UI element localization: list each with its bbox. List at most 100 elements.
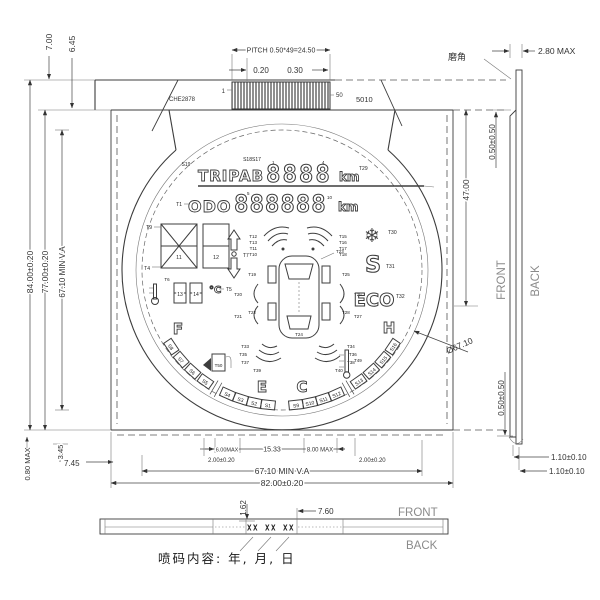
seg-t27: T27 [354,314,362,319]
eco-label: ECO [354,290,395,311]
fuel-pump-icon: T50 [203,353,232,372]
seg-t13: T13 [249,240,257,245]
seg-t15: T15 [339,234,347,239]
lcd-content: S19 TRIPAB S18S17 8888 1 4 km T29 T1 ODO… [144,157,435,411]
connector-dims: PITCH 0.50*49=24.50 0.20 0.30 [229,46,331,81]
dim-800max: 8.00 MAX [307,448,333,454]
trip-digits: 8888 [266,160,332,188]
seg-t40: T40 [335,368,343,373]
seg-t19: T19 [248,272,256,277]
ic-label: CHE2878 [169,97,196,103]
seg-s12: S12 [332,391,343,400]
temp-h-label: H [383,319,396,337]
seg-s14: S14 [367,367,378,378]
degc-label: °C [209,285,221,296]
bottom-seal [508,436,524,444]
side-view: 磨角 2.80 MAX 0.50±0.50 FRONT BACK 0.50±0.… [448,44,587,476]
seg-s5: S5 [200,378,209,387]
date-code-marks: XX XX XX [247,524,295,533]
up-arrow-icon [227,229,241,251]
dim-110-a: 1.10±0.10 [551,453,587,462]
dim-47: 47.00 [461,179,471,201]
dim-7-00: 7.00 [44,33,54,50]
seg-s4: S4 [223,391,231,399]
fuel-e-label: E [257,378,267,396]
car-sensor-labels: T12 T13 T11 T10 T15 T16 T17 T18 T23 T19 … [234,234,362,373]
dim-080max: 0.80 MAX [23,448,32,481]
fuel-f-label: F [173,320,183,338]
digit-13-label: 13 [177,292,183,298]
seg-t24: T24 [295,332,303,337]
seg-t31: T31 [386,264,395,270]
seg-t38: T38 [347,360,355,365]
seg-s11: S11 [319,396,329,404]
back-glass [515,69,523,445]
shift-arrow-icons: T7 [227,229,249,279]
bottom-front-label: FRONT [398,507,438,519]
seg-s10: S10 [305,400,315,408]
seg-t37: T37 [241,360,249,365]
chamfer-note: 磨角 [448,51,466,63]
seg-t23: T23 [336,249,344,254]
digit-11-label: 11 [176,255,182,261]
dim-67-va-h: 67.10 MIN V.A [255,466,310,476]
seg-t6: T6 [164,277,170,282]
seg-s6: S6 [187,368,196,377]
inkjet-note: 喷码内容: 年, 月, 日 [158,551,296,566]
temperature-display: T6 13 14 °C T5 [149,277,232,305]
seg-t20: T20 [234,292,242,297]
dim-162: 1.62 [239,500,248,516]
digit-1-label: 1 [272,160,275,165]
seg-t28: T28 [342,310,350,315]
car-icon [253,226,345,362]
dim-760: 7.60 [318,507,334,516]
seg-s3: S3 [236,397,244,405]
dim-1533: 15.33 [263,447,281,454]
seg-t49: T49 [354,358,362,363]
seg-s1: S1 [265,403,272,410]
dim-6-45: 6.45 [67,35,77,52]
seg-t30: T30 [388,230,397,236]
seg-t17: T17 [339,246,347,251]
dim-345: 3.45 [56,445,65,460]
temp-c-label: C [296,378,307,396]
fpc-connector: 1 50 5010 CHE2878 [169,81,373,110]
dim-77: 77.00±0.20 [40,250,50,293]
seg-s8: S8 [166,343,175,352]
gear-digits: 11 12 T9 T4 [144,223,230,272]
seg-s15: S15 [379,355,390,366]
tail-dims: 7.00 6.45 [24,33,111,111]
thermometer-icon [153,283,157,300]
seg-t1: T1 [176,202,182,208]
bottom-bar [99,518,449,535]
km-odo: km [338,200,358,214]
dim-dia-6710: Ø67.10 [445,335,475,356]
seg-t35: T35 [239,352,247,357]
dim-84: 84.00±0.20 [25,250,35,293]
trip-label: TRIPAB [198,167,264,185]
down-arrow-icon [227,257,241,279]
seg-s2: S2 [250,400,257,407]
digit-14-label: 14 [193,292,199,298]
dim-82: 82.00±0.20 [261,478,304,488]
dim-050-bot: 0.50±0.50 [497,380,506,416]
seg-t5: T5 [226,287,232,293]
seg-t26: T26 [354,292,362,297]
snowflake-icon: ❄ [364,226,380,247]
pin-width-dim: 0.20 [253,66,269,75]
km-trip: km [339,170,359,184]
bottom-back-label: BACK [406,540,438,552]
left-dims: 84.00±0.20 77.00±0.20 67.10 MIN V.A 0.80… [23,79,114,481]
dim-745: 7.45 [64,459,80,468]
seg-t9: T9 [146,225,152,231]
seal-circle [135,123,429,417]
pin-1-label: 1 [222,89,226,95]
dim-67-va-v: 67.10 MIN V.A [58,246,67,298]
seg-s19: S19 [182,162,191,168]
seg-t11: T11 [250,246,258,251]
temp-gauge-arc: S16 S15 S14 S13 S12 S11 S10 S9 [287,337,402,411]
digit-10-label: 10 [327,195,333,200]
digit-4-label: 4 [322,160,325,165]
seg-t33: T33 [241,344,249,349]
seg-s13: S13 [354,377,365,387]
